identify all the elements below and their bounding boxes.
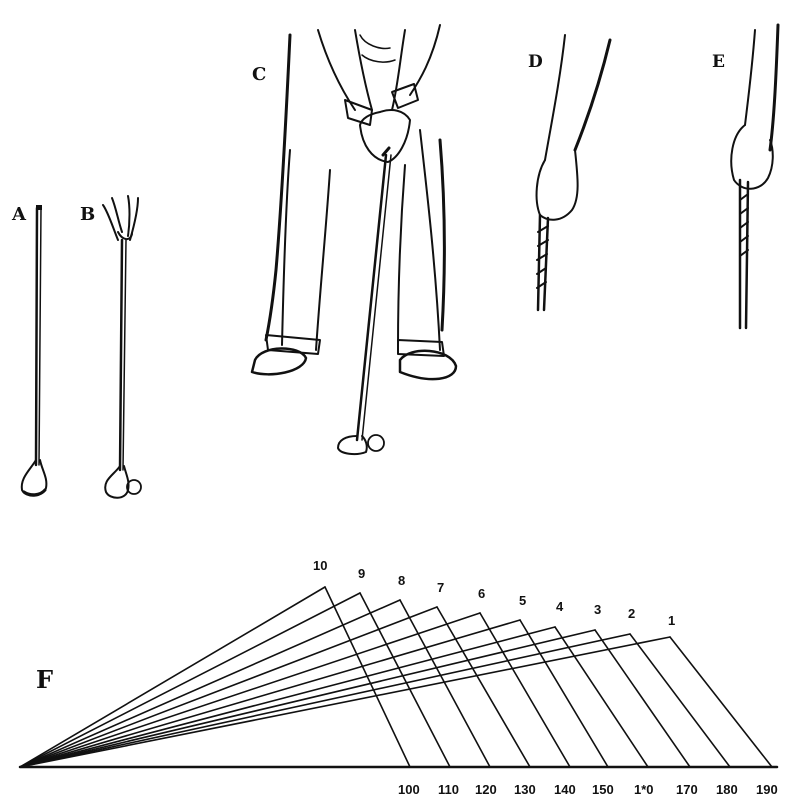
fan-descent-line-2 bbox=[630, 634, 730, 767]
club-number-label: 5 bbox=[519, 593, 526, 608]
illustration-grip-d bbox=[537, 35, 610, 310]
illustration-club-a bbox=[22, 205, 47, 496]
club-number-label: 8 bbox=[398, 573, 405, 588]
distance-label: 150 bbox=[592, 782, 614, 797]
fan-descent-line-6 bbox=[480, 613, 570, 767]
panel-label-a: A bbox=[11, 204, 27, 225]
club-number-label: 9 bbox=[358, 566, 365, 581]
fan-descent-line-1 bbox=[670, 637, 772, 767]
panel-label-c: C bbox=[252, 64, 266, 85]
club-number-label: 3 bbox=[594, 602, 601, 617]
club-number-label: 10 bbox=[313, 558, 327, 573]
fan-rise-line-5 bbox=[20, 620, 520, 767]
club-number-label: 7 bbox=[437, 580, 444, 595]
distance-label: 170 bbox=[676, 782, 698, 797]
fan-rise-line-4 bbox=[20, 627, 555, 767]
club-number-label: 4 bbox=[556, 599, 564, 614]
club-distance-fan-diagram: 10 9 8 7 6 5 4 3 2 1 100 110 120 130 140 150 1*0 170 180 1… bbox=[20, 558, 778, 797]
panel-label-b: B bbox=[80, 204, 95, 225]
distance-label: 120 bbox=[475, 782, 497, 797]
illustration-club-b bbox=[103, 196, 141, 498]
illustration-golfer-stance bbox=[252, 25, 456, 454]
panel-label-d: D bbox=[528, 52, 543, 72]
fan-rise-line-2 bbox=[20, 634, 630, 767]
distance-label: 130 bbox=[514, 782, 536, 797]
panel-label-e: E bbox=[712, 52, 725, 72]
distance-label: 110 bbox=[438, 782, 459, 797]
club-number-label: 6 bbox=[478, 586, 485, 601]
fan-rise-line-8 bbox=[20, 600, 400, 767]
fan-rise-line-3 bbox=[20, 630, 595, 767]
fan-rise-line-7 bbox=[20, 607, 437, 767]
club-number-label: 2 bbox=[628, 606, 635, 621]
club-number-label: 1 bbox=[668, 613, 675, 628]
illustration-grip-e bbox=[731, 25, 778, 328]
fan-rise-line-10 bbox=[20, 587, 325, 767]
fan-rise-line-1 bbox=[20, 637, 670, 767]
panel-label-f: F bbox=[36, 665, 53, 694]
distance-label: 180 bbox=[716, 782, 738, 797]
distance-label: 100 bbox=[398, 782, 420, 797]
distance-label: 190 bbox=[756, 782, 778, 797]
distance-label: 140 bbox=[554, 782, 576, 797]
distance-label: 1*0 bbox=[634, 782, 654, 797]
fan-rise-line-9 bbox=[20, 593, 360, 767]
